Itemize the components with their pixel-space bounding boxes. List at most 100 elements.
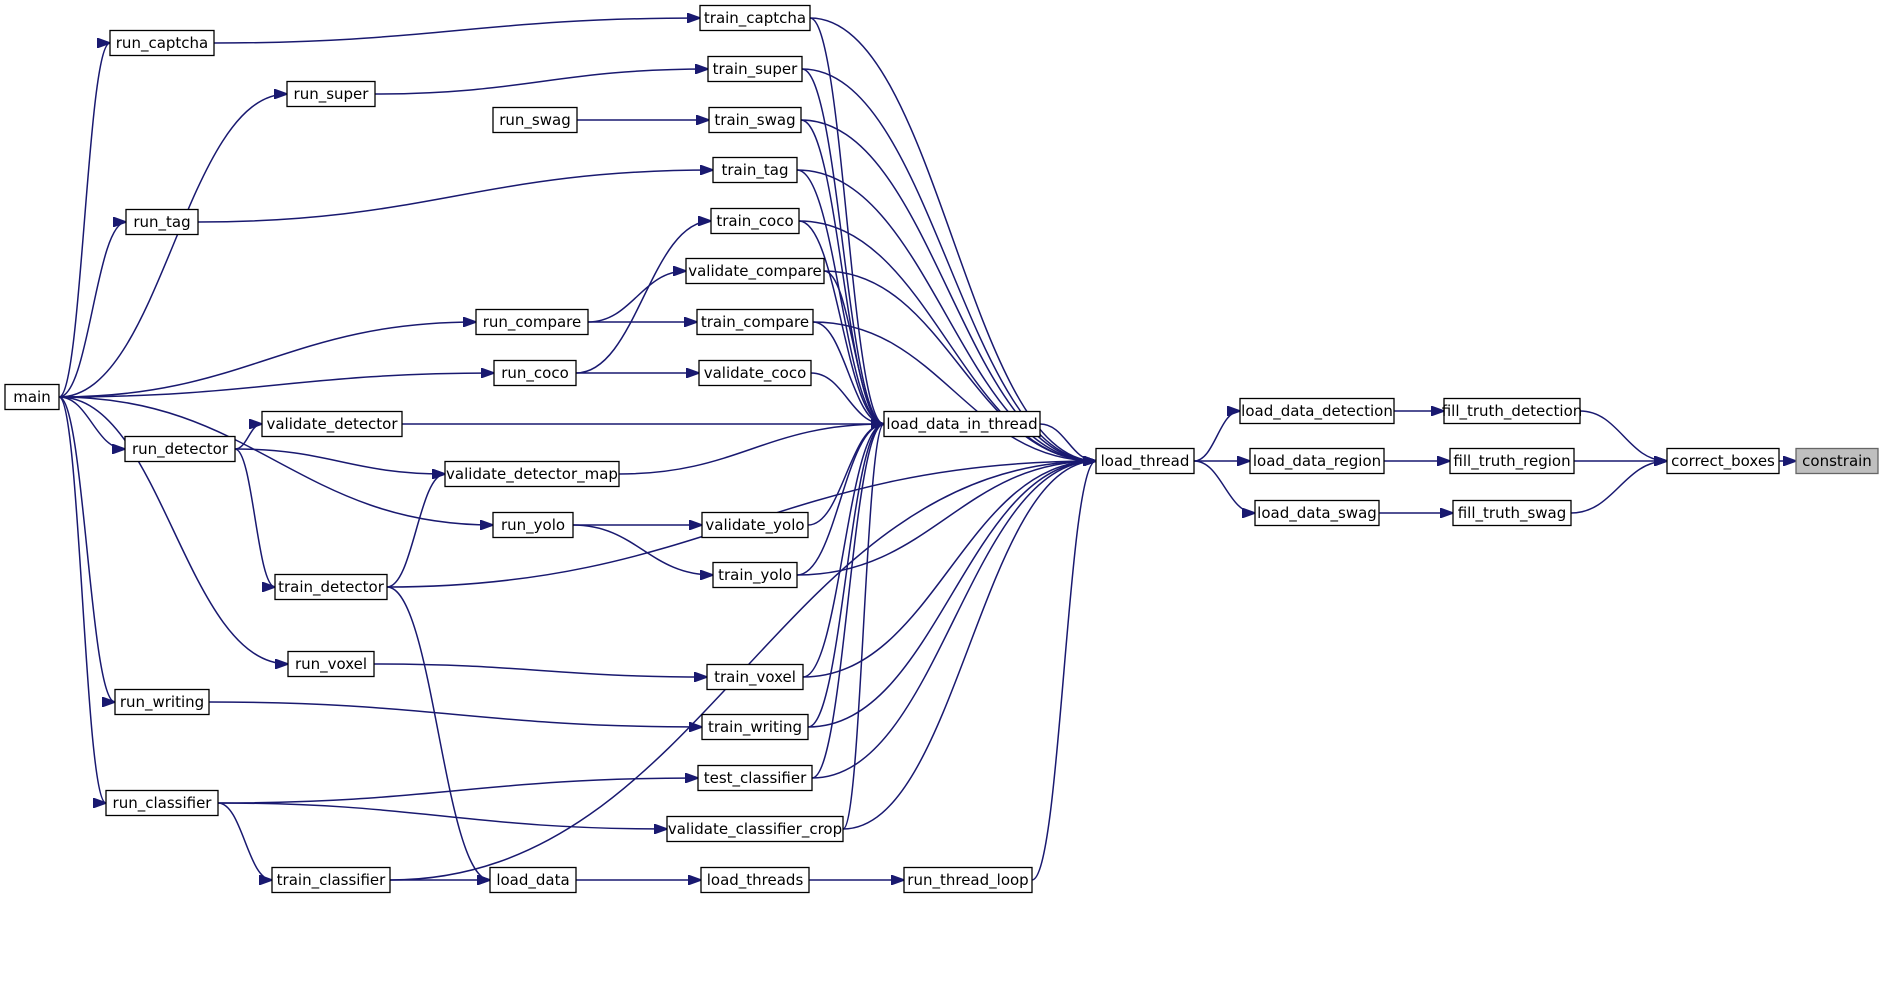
node-load-data-detection[interactable]: load_data_detection: [1239, 397, 1395, 425]
node-validate-yolo[interactable]: validate_yolo: [701, 511, 809, 539]
node-box[interactable]: [444, 460, 620, 488]
node-box[interactable]: [698, 359, 812, 387]
node-box[interactable]: [261, 410, 403, 438]
node-run-detector[interactable]: run_detector: [124, 435, 236, 463]
node-label: load_threads: [707, 871, 804, 890]
node-box[interactable]: [1254, 499, 1380, 527]
node-box[interactable]: [475, 308, 589, 336]
node-run-yolo[interactable]: run_yolo: [492, 511, 574, 539]
node-train-yolo[interactable]: train_yolo: [712, 561, 798, 589]
node-box[interactable]: [271, 866, 391, 894]
node-run-coco[interactable]: run_coco: [493, 359, 577, 387]
node-train-coco[interactable]: train_coco: [710, 207, 800, 235]
edge-run_writing-to-train_writing: [208, 701, 702, 727]
node-box[interactable]: [701, 511, 809, 539]
node-train-detector[interactable]: train_detector: [274, 573, 388, 601]
node-test-classifier[interactable]: test_classifier: [697, 764, 813, 792]
node-box[interactable]: [1795, 447, 1879, 475]
node-box[interactable]: [1249, 447, 1385, 475]
node-box[interactable]: [1095, 447, 1195, 475]
node-load-data-region[interactable]: load_data_region: [1249, 447, 1385, 475]
node-box[interactable]: [125, 208, 199, 236]
node-run-thread-loop[interactable]: run_thread_loop: [903, 866, 1033, 894]
node-box[interactable]: [1452, 499, 1572, 527]
node-box[interactable]: [706, 663, 804, 691]
edge-validate_detector_map-to-load_data_in_thread: [618, 424, 884, 475]
node-box[interactable]: [710, 207, 800, 235]
edges-layer: [58, 18, 1796, 880]
node-box[interactable]: [699, 4, 811, 32]
node-box[interactable]: [701, 713, 809, 741]
node-box[interactable]: [696, 308, 814, 336]
node-load-data-in-thread[interactable]: load_data_in_thread: [883, 410, 1041, 438]
node-label: fill_truth_region: [1453, 452, 1570, 471]
node-train-swag[interactable]: train_swag: [708, 106, 802, 134]
node-load-threads[interactable]: load_threads: [700, 866, 810, 894]
node-box[interactable]: [700, 866, 810, 894]
node-box[interactable]: [708, 106, 802, 134]
edge-train_coco-to-load_data_in_thread: [798, 220, 884, 424]
node-box[interactable]: [105, 789, 219, 817]
node-fill-truth-swag[interactable]: fill_truth_swag: [1452, 499, 1572, 527]
node-run-voxel[interactable]: run_voxel: [287, 650, 375, 678]
node-box[interactable]: [1666, 447, 1780, 475]
node-validate-coco[interactable]: validate_coco: [698, 359, 812, 387]
edge-main-to-run_super: [58, 94, 287, 398]
node-fill-truth-region[interactable]: fill_truth_region: [1449, 447, 1575, 475]
node-constrain[interactable]: constrain: [1795, 447, 1879, 475]
node-box[interactable]: [712, 156, 798, 184]
node-box[interactable]: [697, 764, 813, 792]
node-validate-detector-map[interactable]: validate_detector_map: [444, 460, 620, 488]
node-box[interactable]: [274, 573, 388, 601]
node-run-classifier[interactable]: run_classifier: [105, 789, 219, 817]
node-run-super[interactable]: run_super: [286, 80, 376, 108]
node-load-data-swag[interactable]: load_data_swag: [1254, 499, 1380, 527]
node-box[interactable]: [114, 688, 210, 716]
node-main[interactable]: main: [4, 383, 60, 411]
node-box[interactable]: [685, 257, 825, 285]
node-box[interactable]: [109, 29, 215, 57]
edge-validate_classifier_crop-to-load_data_in_thread: [842, 424, 884, 830]
node-train-tag[interactable]: train_tag: [712, 156, 798, 184]
node-run-swag[interactable]: run_swag: [492, 106, 578, 134]
edge-train_detector-to-validate_detector_map: [386, 474, 445, 588]
node-box[interactable]: [1449, 447, 1575, 475]
node-box[interactable]: [493, 359, 577, 387]
node-box[interactable]: [492, 511, 574, 539]
node-run-writing[interactable]: run_writing: [114, 688, 210, 716]
node-validate-compare[interactable]: validate_compare: [685, 257, 825, 285]
node-train-classifier[interactable]: train_classifier: [271, 866, 391, 894]
node-box[interactable]: [492, 106, 578, 134]
node-validate-detector[interactable]: validate_detector: [261, 410, 403, 438]
node-label: run_thread_loop: [907, 871, 1028, 890]
node-train-voxel[interactable]: train_voxel: [706, 663, 804, 691]
node-fill-truth-detection[interactable]: fill_truth_detection: [1442, 397, 1583, 425]
node-run-compare[interactable]: run_compare: [475, 308, 589, 336]
node-train-compare[interactable]: train_compare: [696, 308, 814, 336]
node-box[interactable]: [4, 383, 60, 411]
node-box[interactable]: [707, 55, 803, 83]
node-box[interactable]: [286, 80, 376, 108]
node-box[interactable]: [712, 561, 798, 589]
node-validate-classifier-crop[interactable]: validate_classifier_crop: [666, 815, 844, 843]
node-run-captcha[interactable]: run_captcha: [109, 29, 215, 57]
node-train-captcha[interactable]: train_captcha: [699, 4, 811, 32]
node-train-writing[interactable]: train_writing: [701, 713, 809, 741]
edge-validate_compare-to-load_thread: [823, 270, 1096, 461]
node-box[interactable]: [287, 650, 375, 678]
node-box[interactable]: [489, 866, 577, 894]
node-box[interactable]: [124, 435, 236, 463]
node-box[interactable]: [1443, 397, 1581, 425]
node-box[interactable]: [666, 815, 844, 843]
node-label: train_yolo: [718, 566, 792, 585]
edge-run_captcha-to-train_captcha: [213, 18, 700, 44]
node-load-data[interactable]: load_data: [489, 866, 577, 894]
node-box[interactable]: [903, 866, 1033, 894]
node-box[interactable]: [1239, 397, 1395, 425]
node-run-tag[interactable]: run_tag: [125, 208, 199, 236]
node-correct-boxes[interactable]: correct_boxes: [1666, 447, 1780, 475]
node-box[interactable]: [883, 410, 1041, 438]
node-train-super[interactable]: train_super: [707, 55, 803, 83]
node-load-thread[interactable]: load_thread: [1095, 447, 1195, 475]
node-label: constrain: [1802, 452, 1872, 470]
